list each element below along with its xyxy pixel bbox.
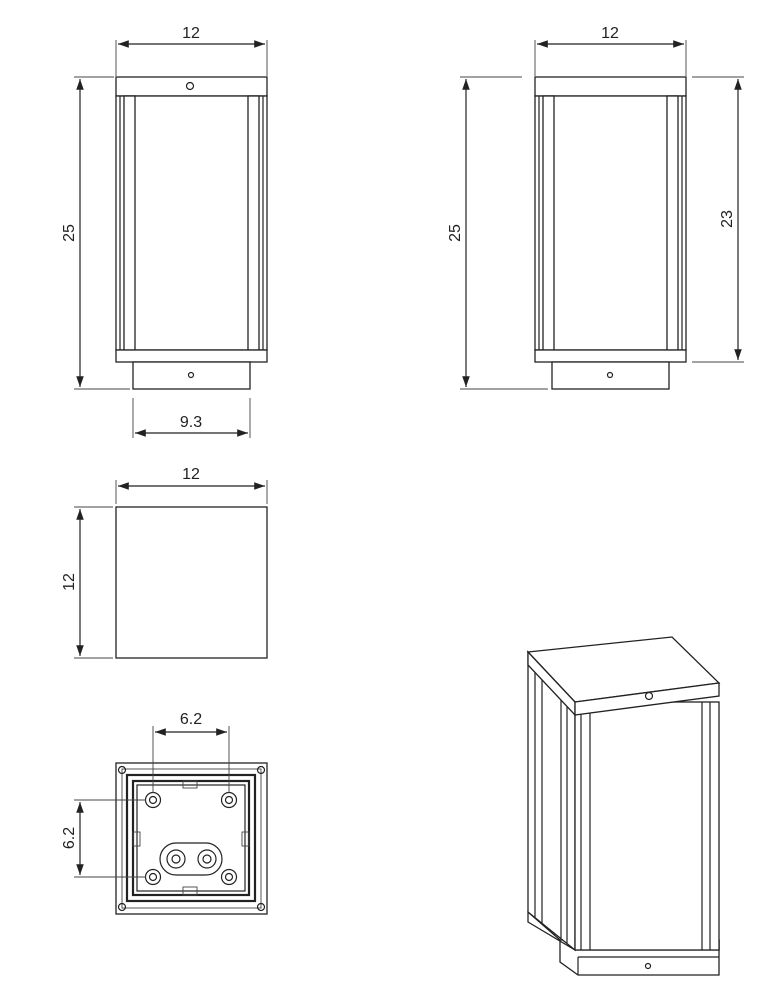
bottom-hole-spacing-x-label: 6.2 [180, 711, 202, 728]
bottom-hole-spacing-y-label: 6.2 [61, 827, 78, 849]
front-height-label: 25 [61, 224, 78, 242]
side-width-label: 12 [601, 25, 619, 42]
top-view: 12 12 [61, 466, 268, 659]
cable-entry [159, 842, 223, 876]
front-view: 12 25 9.3 [61, 25, 268, 438]
bottom-view: 6.2 6.2 [61, 711, 268, 915]
top-view-square [115, 506, 268, 659]
top-width-label: 12 [182, 466, 200, 483]
side-height-label: 25 [447, 224, 464, 242]
side-view: 12 25 23 [447, 25, 744, 390]
front-lamp-body [115, 76, 268, 390]
front-base-width-label: 9.3 [180, 414, 202, 431]
isometric-view [526, 636, 721, 976]
bottom-mounting-plate [115, 762, 268, 915]
top-height-label: 12 [61, 573, 78, 591]
side-lamp-body [534, 76, 687, 390]
side-body-height-label: 23 [719, 210, 736, 228]
mounting-holes [144, 791, 238, 886]
front-width-label: 12 [182, 25, 200, 42]
